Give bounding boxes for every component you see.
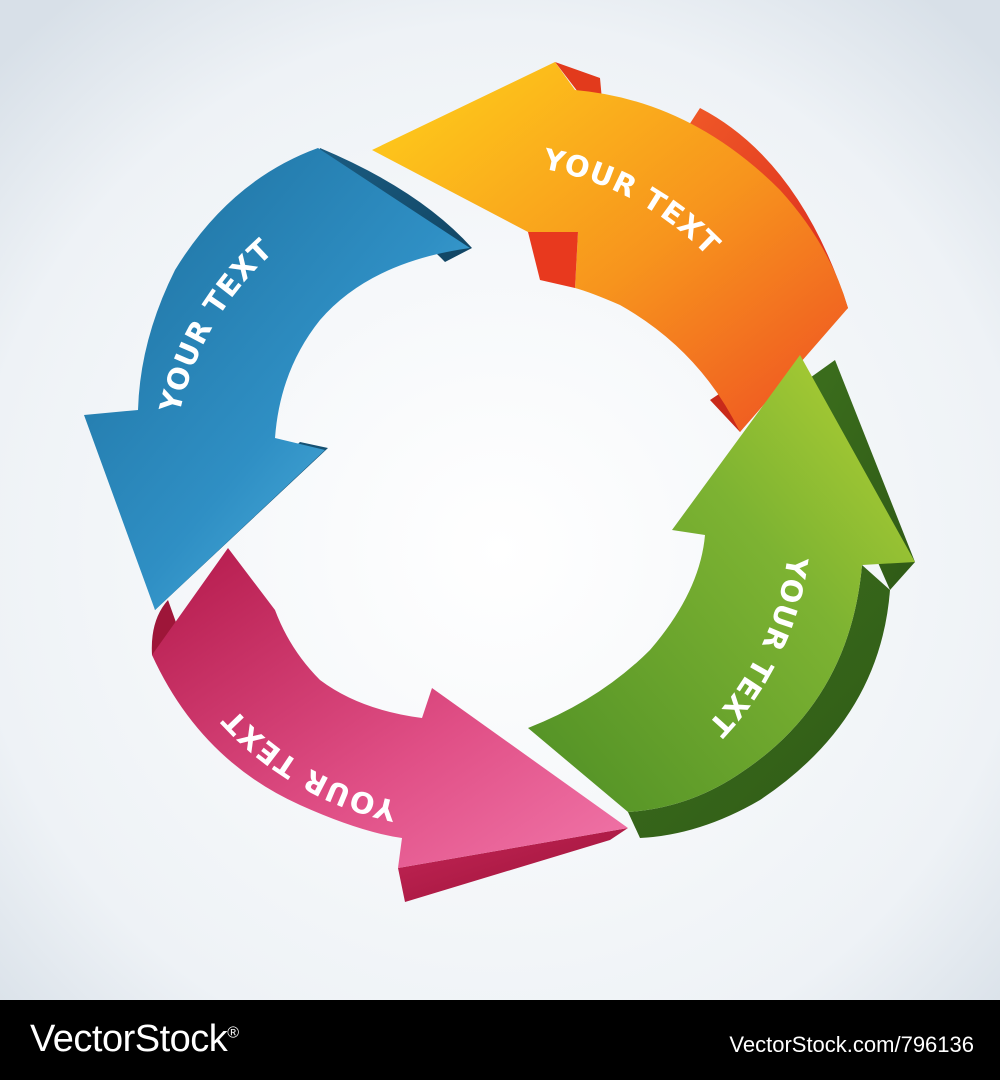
arrow-orange-head-top (555, 62, 602, 100)
brand-mark: ® (227, 1024, 239, 1042)
arrow-green-body (528, 355, 915, 812)
arrow-orange-body (372, 62, 848, 432)
brand-name: VectorStock (30, 1018, 228, 1060)
cycle-diagram-svg: YOUR TEXT YOUR TEXT YOUR TEXT YOUR TEXT (0, 0, 1000, 1000)
arrow-green: YOUR TEXT (528, 355, 915, 838)
arrow-blue: YOUR TEXT (84, 148, 472, 610)
cycle-diagram: YOUR TEXT YOUR TEXT YOUR TEXT YOUR TEXT (0, 0, 1000, 1000)
arrow-orange: YOUR TEXT (372, 62, 848, 432)
arrow-pink-body (152, 548, 628, 868)
arrow-pink: YOUR TEXT (151, 548, 628, 902)
watermark-footer: VectorStock® VectorStock.com/796136 (0, 1000, 1000, 1080)
arrow-pink-head-side (398, 828, 628, 902)
brand-logo: VectorStock® (30, 1018, 239, 1061)
image-id: VectorStock.com/796136 (729, 1032, 974, 1057)
arrow-green-side (628, 565, 890, 838)
arrow-blue-body (84, 148, 470, 610)
arrow-orange-notch (528, 232, 578, 288)
